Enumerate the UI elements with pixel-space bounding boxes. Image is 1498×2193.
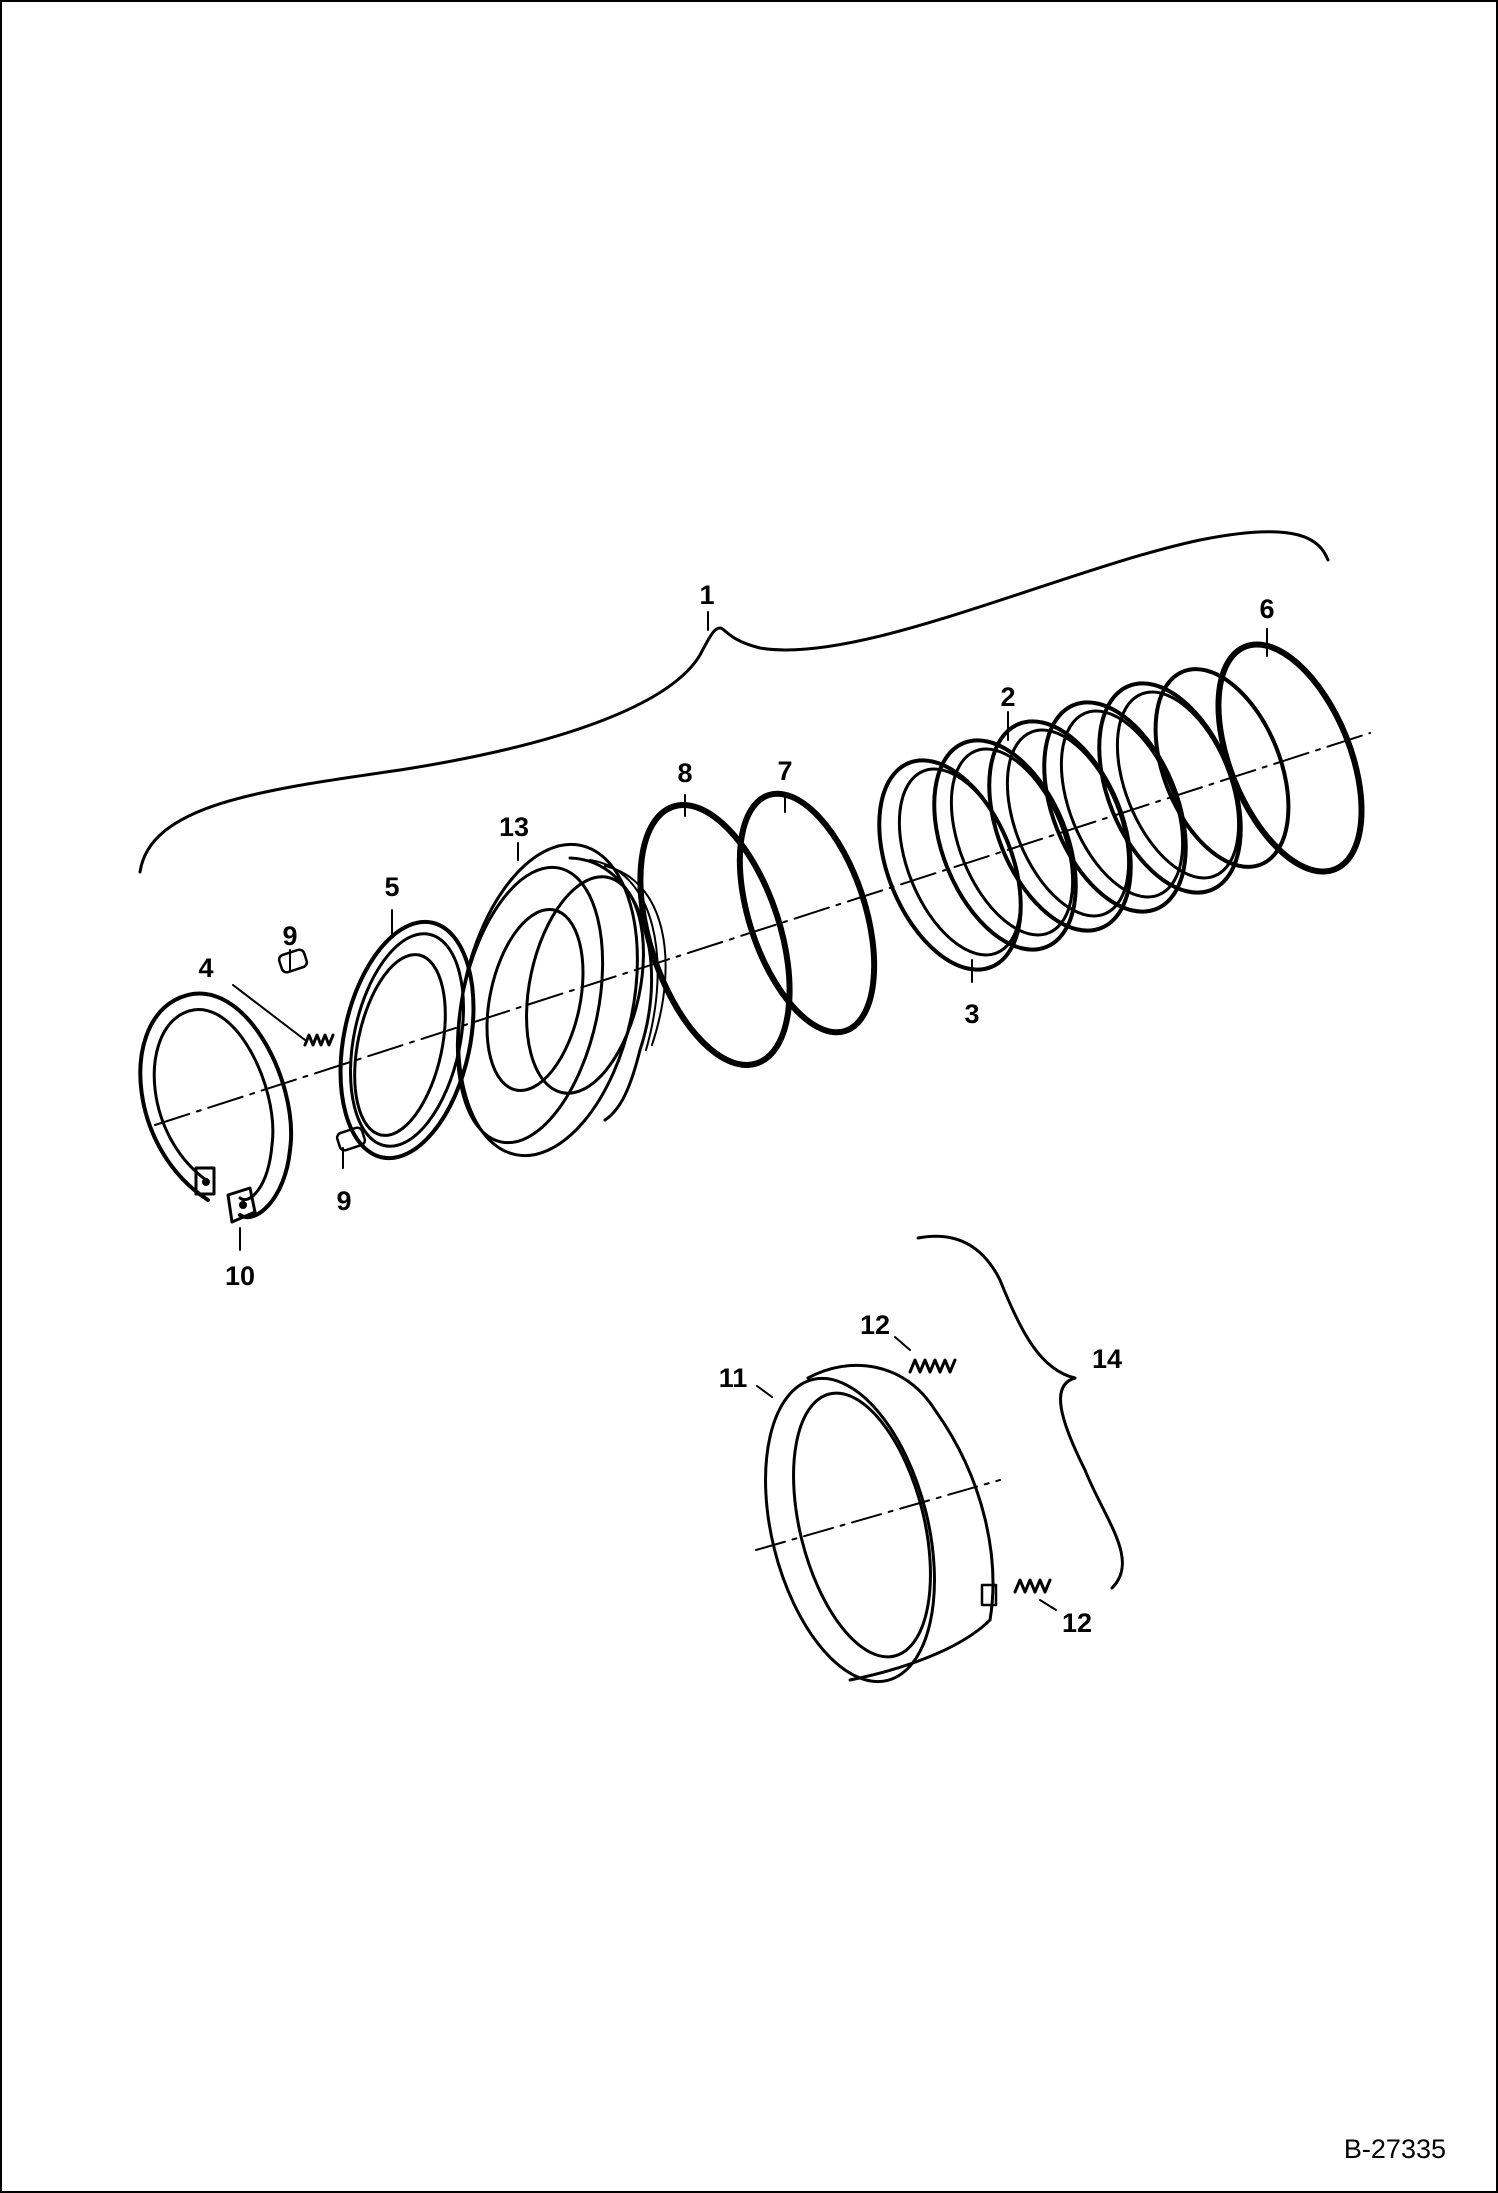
figure-id: B-27335 bbox=[1343, 2134, 1446, 2164]
callout-2: 2 bbox=[1000, 682, 1015, 712]
part-12-spring-upper bbox=[908, 1358, 957, 1374]
center-axis bbox=[154, 732, 1371, 1126]
part-9-pin-lower bbox=[335, 1126, 367, 1152]
callout-13: 13 bbox=[499, 812, 529, 842]
callout-5: 5 bbox=[384, 872, 399, 902]
part-2-3-clutch-plates bbox=[877, 667, 1291, 972]
part-12-spring-lower bbox=[1013, 1578, 1052, 1594]
callout-3: 3 bbox=[964, 999, 979, 1029]
callout-6: 6 bbox=[1259, 594, 1274, 624]
brace-14 bbox=[916, 1234, 1124, 1590]
part-10-snap-ring bbox=[138, 991, 294, 1224]
callout-8: 8 bbox=[677, 758, 692, 788]
part-4-spring bbox=[303, 1033, 335, 1047]
callout-1: 1 bbox=[699, 580, 714, 610]
callout-14: 14 bbox=[1092, 1344, 1122, 1374]
callout-12-lower: 12 bbox=[1062, 1608, 1092, 1638]
brace-1 bbox=[138, 530, 1330, 874]
callout-9-upper: 9 bbox=[282, 921, 297, 951]
part-6-ring bbox=[1215, 641, 1365, 875]
part-7-seal-ring bbox=[736, 790, 878, 1036]
part-13-piston bbox=[455, 842, 667, 1158]
part-11-housing bbox=[755, 1363, 1001, 1684]
leader-lines bbox=[232, 611, 1268, 1611]
part-8-seal-ring bbox=[637, 802, 793, 1068]
callout-7: 7 bbox=[777, 756, 792, 786]
part-9-pin-upper bbox=[277, 948, 309, 974]
callout-10: 10 bbox=[225, 1261, 255, 1291]
callout-11: 11 bbox=[719, 1363, 748, 1393]
callout-9-lower: 9 bbox=[336, 1186, 351, 1216]
callout-4: 4 bbox=[198, 953, 213, 983]
callout-12-upper: 12 bbox=[860, 1310, 890, 1340]
